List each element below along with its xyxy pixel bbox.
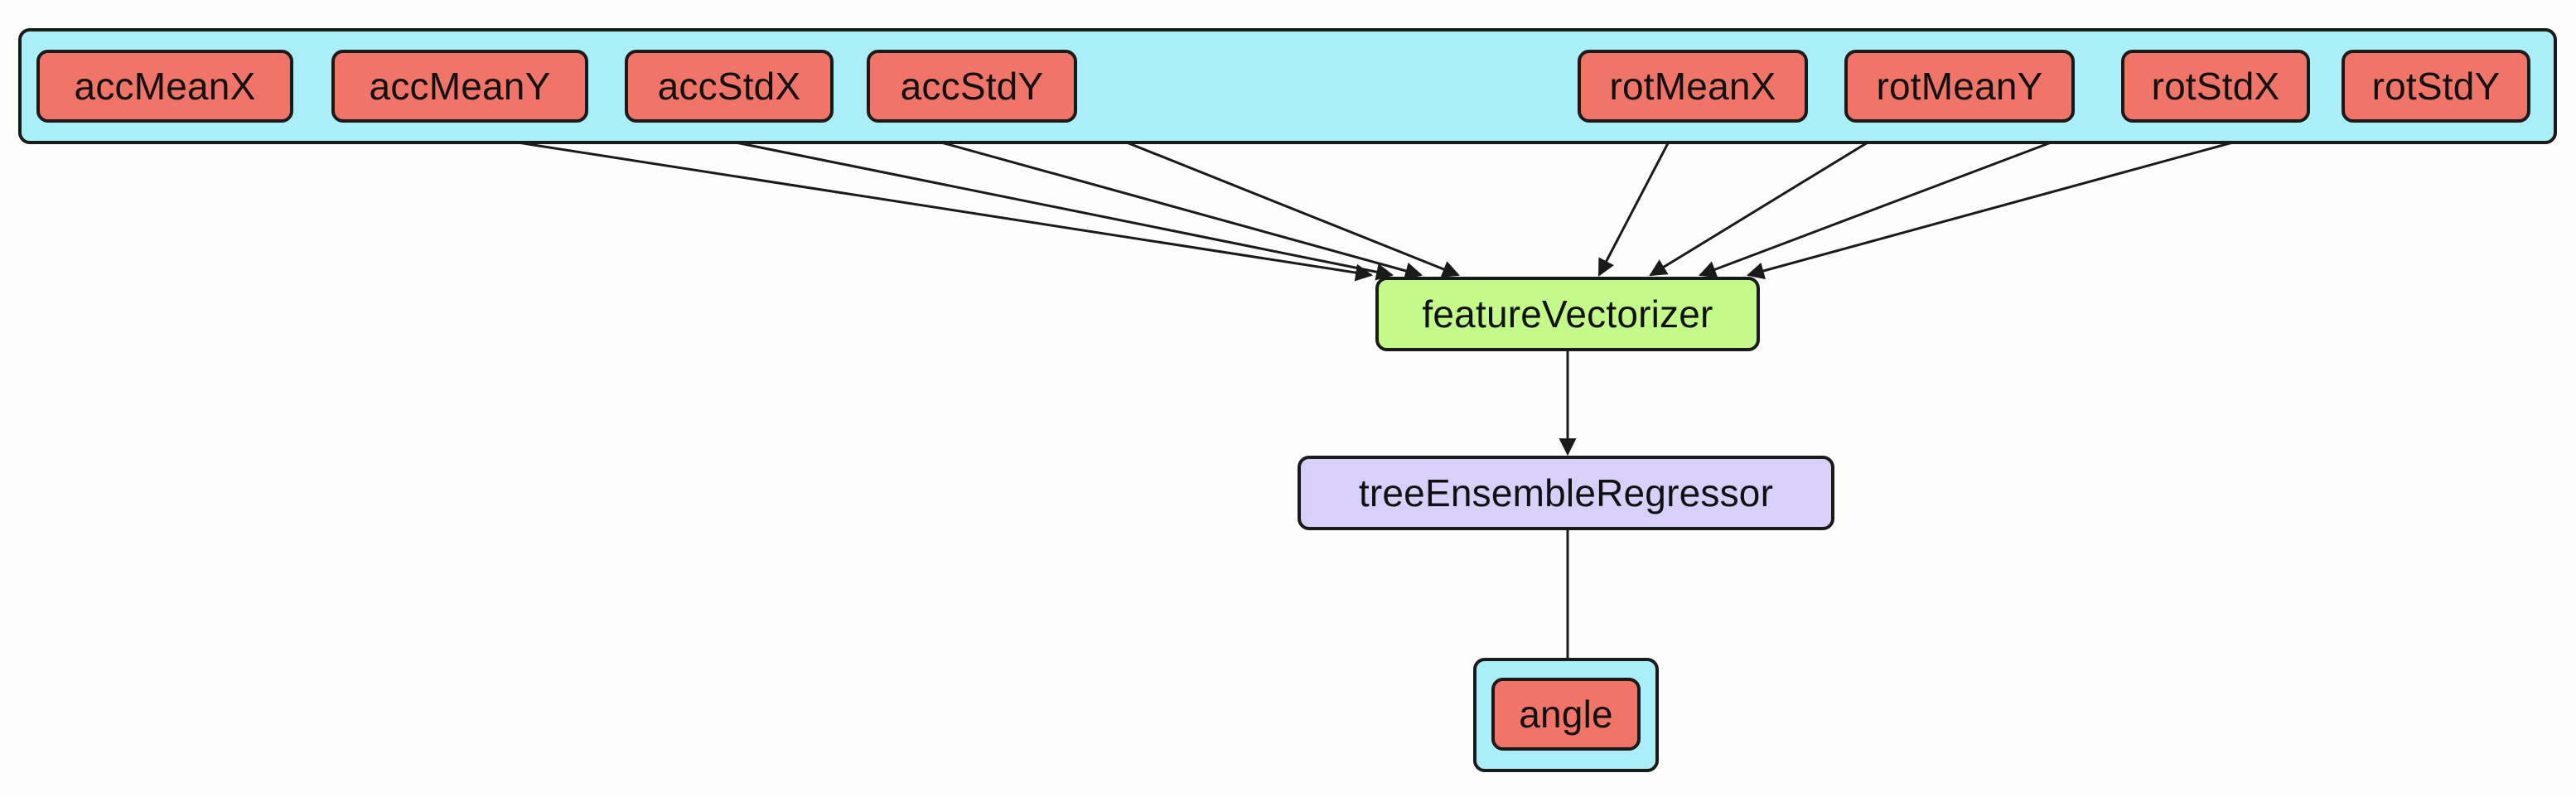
input-node-accstdx[interactable]: accStdX [625,50,834,123]
input-node-rotmeany[interactable]: rotMeanY [1844,50,2075,123]
tree-ensemble-regressor-node[interactable]: treeEnsembleRegressor [1298,456,1834,530]
edge-rotmeanx [1597,123,1679,277]
input-node-rotmeanx[interactable]: rotMeanX [1578,50,1808,123]
feature-vectorizer-node[interactable]: featureVectorizer [1375,277,1760,351]
output-node-angle[interactable]: angle [1491,678,1641,751]
edge-rotmeany [1649,123,1898,277]
input-node-accmeanx[interactable]: accMeanX [36,50,293,123]
input-node-accmeany[interactable]: accMeanY [331,50,588,123]
edge-accstdy [1076,121,1460,278]
input-node-accstdy[interactable]: accStdY [867,50,1077,123]
input-node-rotstdy[interactable]: rotStdY [2342,50,2530,123]
input-node-rotstdx[interactable]: rotStdX [2121,50,2310,123]
